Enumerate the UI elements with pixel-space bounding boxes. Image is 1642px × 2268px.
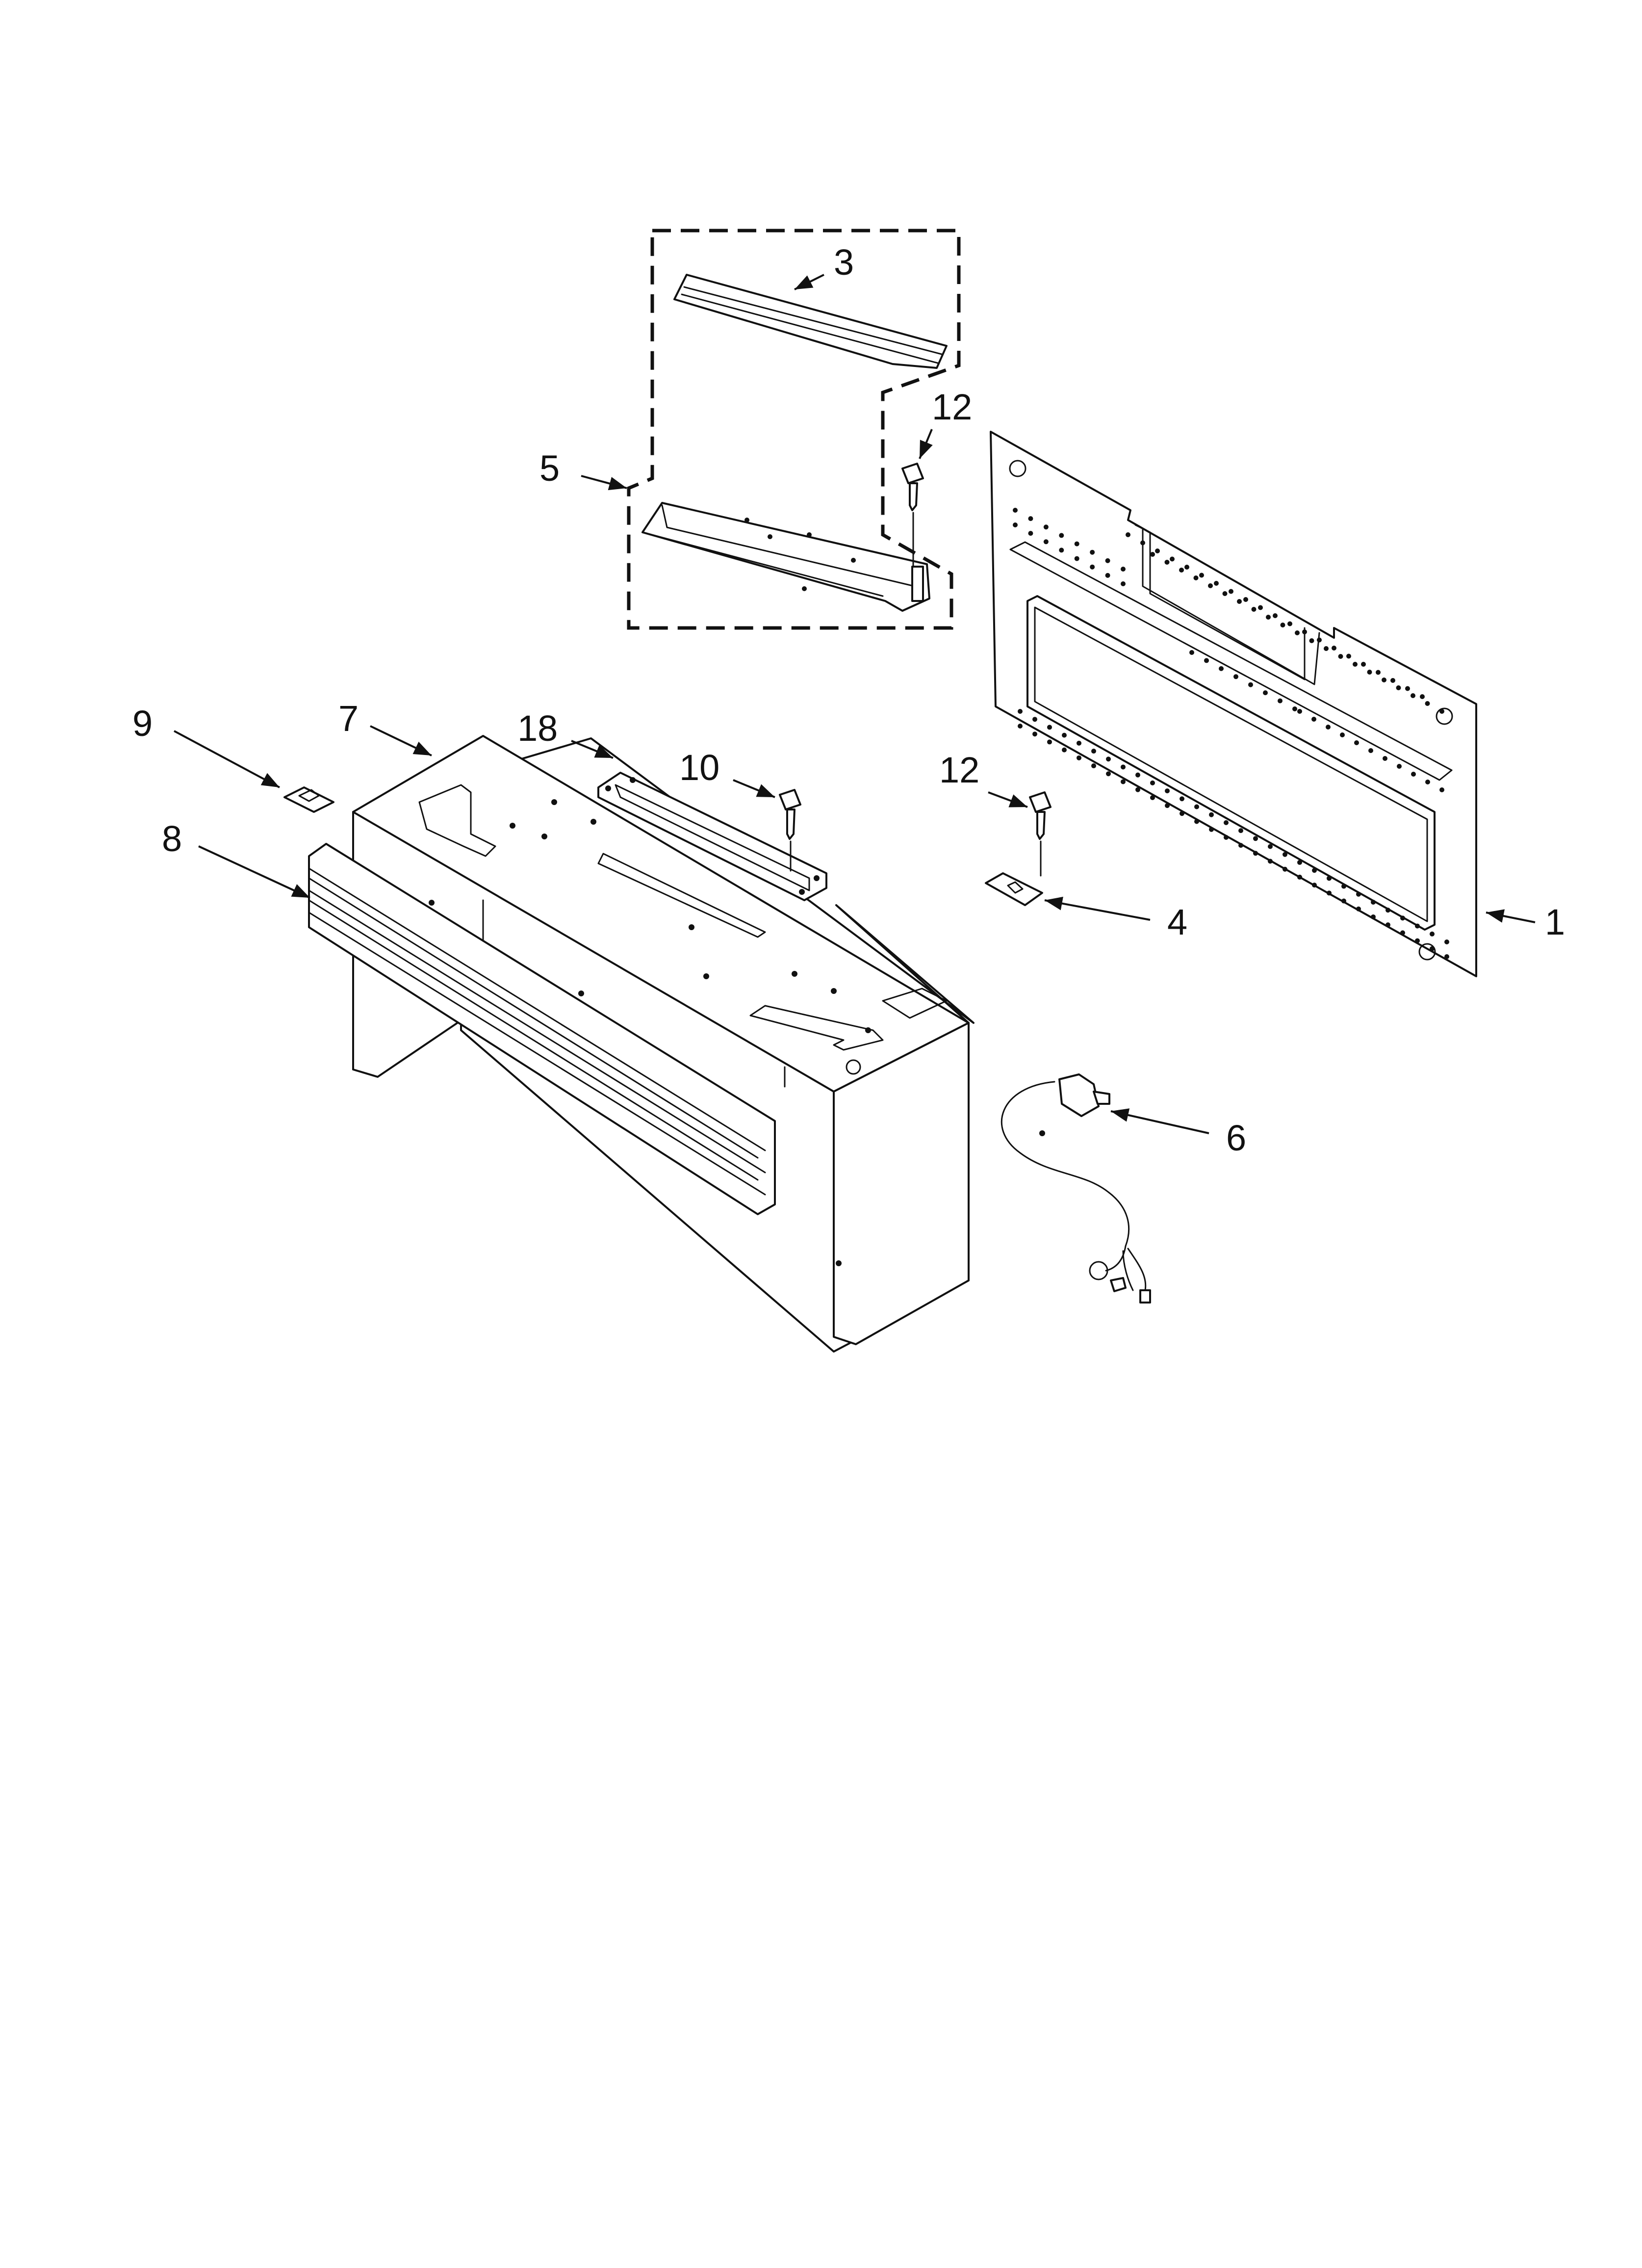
part-7-cabinet <box>352 735 975 1353</box>
part-9-clip <box>283 786 334 813</box>
leader-arrow-10 <box>733 779 775 798</box>
callout-4: 4 <box>1167 902 1187 942</box>
part-8-vent-grille <box>308 843 776 1215</box>
leader-arrow-18 <box>571 740 614 759</box>
leader-arrow-8 <box>198 845 310 899</box>
callout-18: 18 <box>517 708 558 749</box>
part-1-perforations <box>1013 508 1449 959</box>
part-1-mounting-plate <box>990 431 1477 977</box>
callout-7: 7 <box>338 698 359 739</box>
callout-1: 1 <box>1545 902 1565 942</box>
part-10-screw <box>779 789 801 872</box>
callout-5: 5 <box>539 448 560 489</box>
callout-8: 8 <box>162 818 182 859</box>
callout-12-upper: 12 <box>932 387 972 427</box>
kit-dashed-outline <box>627 229 961 630</box>
part-3-rail <box>673 274 948 369</box>
leader-arrow-9 <box>174 730 280 788</box>
part-6-power-cord <box>1001 1073 1151 1303</box>
leader-arrow-7 <box>370 725 432 756</box>
leader-arrow-12b <box>988 791 1028 808</box>
part-4-bracket <box>985 872 1043 906</box>
part-18-duct-plate <box>597 772 827 901</box>
callout-6: 6 <box>1226 1118 1246 1158</box>
leader-arrows <box>174 274 1536 1134</box>
part-12-screw-upper <box>901 463 924 568</box>
leader-arrow-1 <box>1486 909 1536 923</box>
leader-arrow-5 <box>581 475 627 491</box>
callout-10: 10 <box>679 747 719 788</box>
leader-arrow-4 <box>1044 896 1151 921</box>
part-12-screw-lower <box>1029 791 1052 877</box>
leader-arrow-6 <box>1110 1108 1209 1134</box>
leader-arrow-3 <box>794 274 824 290</box>
callout-3: 3 <box>834 242 854 283</box>
callout-9: 9 <box>132 703 153 744</box>
callout-labels: 1 3 4 5 6 7 8 9 10 12 12 18 <box>132 242 1565 1158</box>
leader-arrow-12a <box>919 429 933 459</box>
part-5-tray <box>641 502 930 612</box>
callout-12-lower: 12 <box>939 750 979 790</box>
